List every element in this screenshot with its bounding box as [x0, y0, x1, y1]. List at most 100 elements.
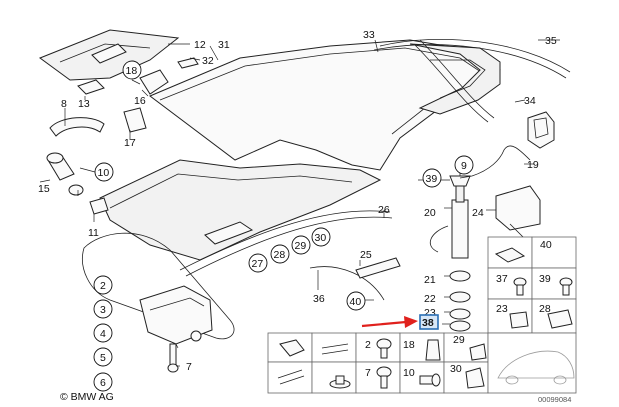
red-arrow — [361, 316, 418, 328]
label-26[interactable]: 26 — [378, 204, 390, 216]
callout-40[interactable]: 40 — [346, 291, 366, 311]
grid-label-39[interactable]: 39 — [539, 273, 551, 285]
label-20[interactable]: 20 — [424, 207, 436, 219]
callout-28[interactable]: 28 — [270, 244, 290, 264]
part-headliner-front-pad[interactable] — [38, 29, 180, 81]
part-16-bracket[interactable] — [139, 69, 169, 95]
callout-3[interactable]: 3 — [93, 299, 113, 319]
grid-part-clip-a[interactable] — [279, 339, 305, 357]
part-13[interactable] — [77, 79, 105, 95]
leader-lines — [39, 39, 560, 367]
svg-text:4: 4 — [100, 328, 106, 340]
grid-label-7[interactable]: 7 — [365, 367, 371, 379]
grid-label-18[interactable]: 18 — [403, 339, 415, 351]
label-13[interactable]: 13 — [78, 98, 90, 110]
callout-6[interactable]: 6 — [93, 372, 113, 392]
part-8-handle[interactable] — [49, 117, 105, 137]
callout-30[interactable]: 30 — [311, 227, 331, 247]
label-36[interactable]: 36 — [313, 293, 325, 305]
diagram-id: 00099084 — [538, 395, 571, 404]
grid-part-clip-b[interactable] — [329, 375, 351, 389]
part-32-clip[interactable] — [177, 57, 199, 69]
svg-text:39: 39 — [426, 173, 438, 185]
label-15[interactable]: 15 — [38, 183, 50, 195]
part-34-profile[interactable] — [527, 111, 555, 149]
label-24[interactable]: 24 — [472, 207, 484, 219]
svg-text:5: 5 — [100, 352, 106, 364]
grid-part-30[interactable] — [465, 367, 485, 389]
part-strut-assembly[interactable] — [429, 172, 471, 332]
grid-part-29[interactable] — [469, 343, 487, 361]
label-33[interactable]: 33 — [363, 29, 375, 41]
grid-part-28[interactable] — [547, 309, 573, 329]
grid-label-40[interactable]: 40 — [540, 239, 552, 251]
callout-4[interactable]: 4 — [93, 323, 113, 343]
label-31[interactable]: 31 — [218, 39, 230, 51]
grid-part-37[interactable] — [513, 277, 527, 296]
callout-2[interactable]: 2 — [93, 275, 113, 295]
part-25-rail[interactable] — [355, 257, 401, 279]
svg-text:28: 28 — [274, 249, 286, 261]
callout-38-highlight[interactable]: 38 — [419, 314, 439, 330]
label-25[interactable]: 25 — [360, 249, 372, 261]
grid-label-29[interactable]: 29 — [453, 334, 465, 346]
label-19[interactable]: 19 — [527, 159, 539, 171]
svg-text:9: 9 — [461, 160, 467, 172]
label-34[interactable]: 34 — [524, 95, 536, 107]
grid-part-7[interactable] — [376, 366, 392, 389]
grid-part-clip-c[interactable] — [509, 311, 529, 329]
svg-text:30: 30 — [315, 232, 327, 244]
svg-text:29: 29 — [295, 240, 307, 252]
label-23[interactable]: 23 — [424, 307, 436, 319]
part-19-cable[interactable] — [471, 145, 531, 177]
car-silhouette — [497, 350, 575, 385]
svg-text:18: 18 — [126, 65, 138, 77]
label-32[interactable]: 32 — [202, 55, 214, 67]
label-22[interactable]: 22 — [424, 293, 436, 305]
label-17[interactable]: 17 — [124, 137, 136, 149]
callout-9[interactable]: 9 — [454, 155, 474, 175]
part-latch-bracket[interactable] — [139, 285, 213, 373]
svg-text:3: 3 — [100, 304, 106, 316]
grid-label-28[interactable]: 28 — [539, 303, 551, 315]
grid-label-30[interactable]: 30 — [450, 363, 462, 375]
part-11-clip[interactable] — [89, 197, 109, 215]
part-side-seal-36[interactable] — [179, 210, 393, 301]
part-headliner-shell[interactable] — [99, 159, 382, 261]
part-rear-seal[interactable] — [373, 39, 571, 123]
grid-part-10[interactable] — [419, 373, 441, 387]
part-14-cap[interactable] — [68, 184, 84, 196]
svg-text:27: 27 — [252, 258, 264, 270]
grid-part-2[interactable] — [376, 338, 392, 359]
grid-label-2[interactable]: 2 — [365, 339, 371, 351]
callout-5[interactable]: 5 — [93, 347, 113, 367]
callout-29[interactable]: 29 — [291, 235, 311, 255]
grid-label-37[interactable]: 37 — [496, 273, 508, 285]
callout-10[interactable]: 10 — [94, 162, 114, 182]
callout-39[interactable]: 39 — [422, 168, 442, 188]
label-21[interactable]: 21 — [424, 274, 436, 286]
grid-part-40[interactable] — [494, 247, 526, 263]
label-12[interactable]: 12 — [194, 39, 206, 51]
label-11[interactable]: 11 — [88, 227, 99, 239]
part-9-pin[interactable] — [449, 175, 471, 187]
callout-labels: 12 31 32 33 35 34 13 8 16 17 15 11 26 25… — [38, 29, 557, 373]
callout-18[interactable]: 18 — [122, 60, 142, 80]
part-frame-seal[interactable] — [82, 232, 235, 340]
label-8[interactable]: 8 — [61, 98, 67, 110]
grid-label-10[interactable]: 10 — [403, 367, 415, 379]
grid-part-strip-b[interactable] — [277, 369, 305, 385]
svg-text:38: 38 — [422, 317, 434, 329]
label-35[interactable]: 35 — [545, 35, 557, 47]
grid-part-39[interactable] — [559, 277, 573, 296]
callout-27[interactable]: 27 — [248, 253, 268, 273]
label-16[interactable]: 16 — [134, 95, 146, 107]
label-7[interactable]: 7 — [186, 361, 192, 373]
svg-text:10: 10 — [98, 167, 110, 179]
grid-part-18[interactable] — [425, 339, 441, 361]
part-17-clip[interactable] — [123, 107, 147, 133]
grid-part-strip-a[interactable] — [321, 343, 349, 355]
part-15-lamp[interactable] — [46, 152, 75, 181]
part-hardtop-roof[interactable] — [149, 39, 501, 171]
grid-label-23[interactable]: 23 — [496, 303, 508, 315]
